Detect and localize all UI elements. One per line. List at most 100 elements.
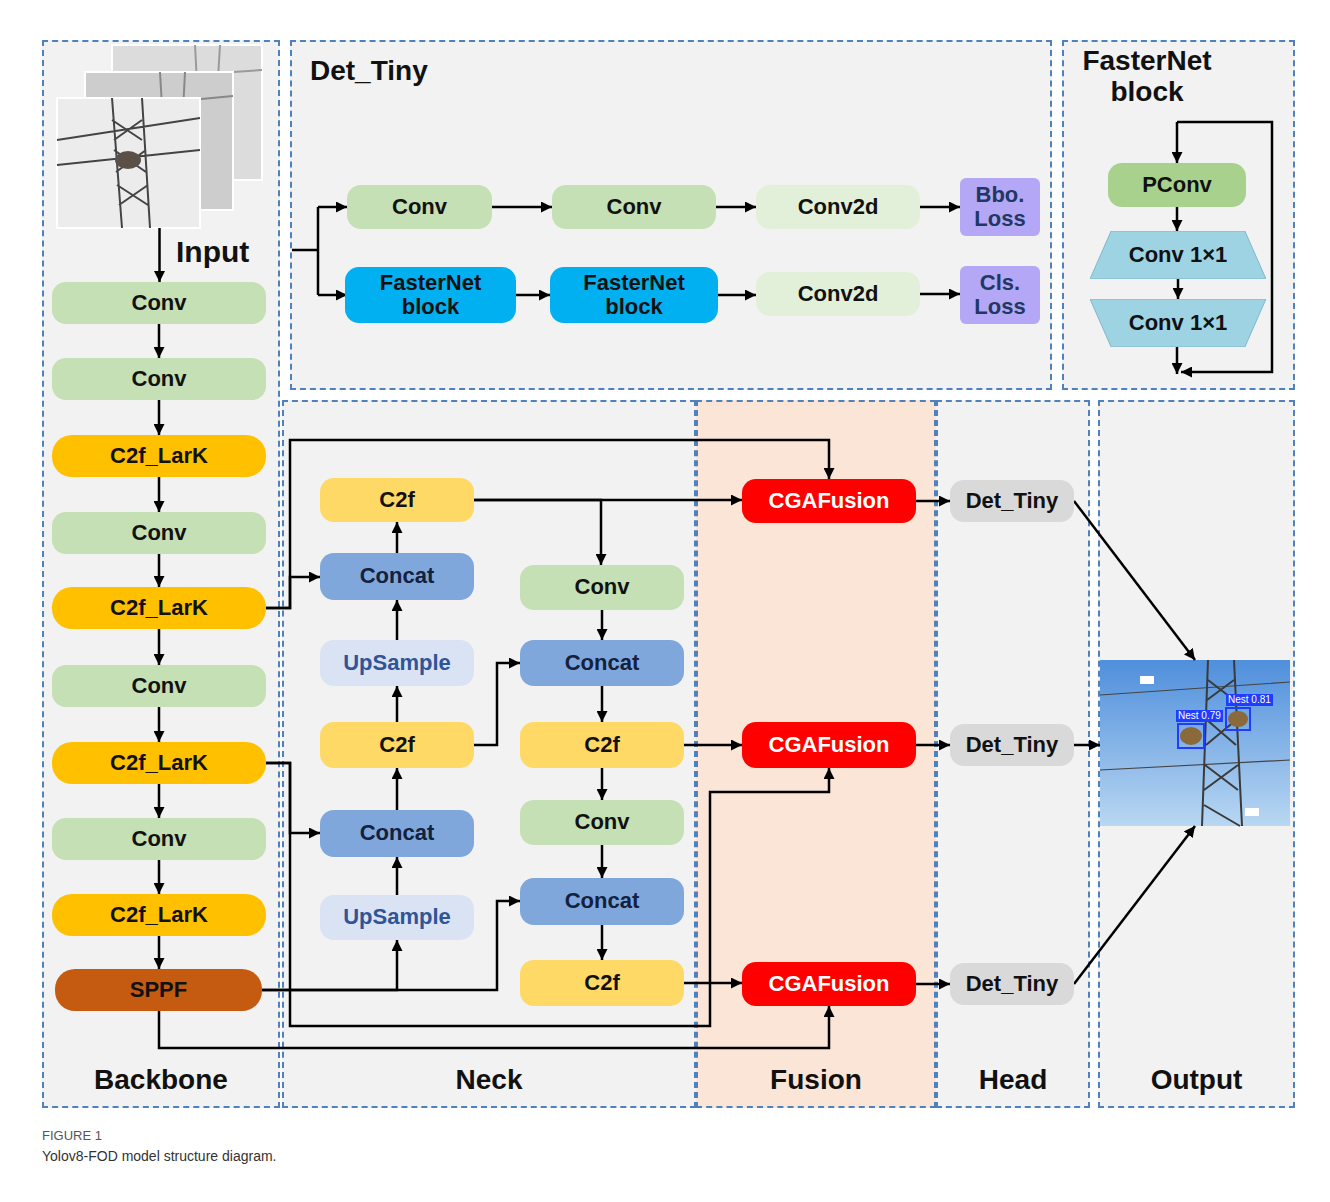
figure-caption-holder: Yolov8-FOD model structure diagram. (42, 1148, 276, 1164)
cgafusion-block: CGAFusion (742, 479, 916, 523)
block-label: Cls. Loss (966, 271, 1034, 319)
photo (57, 98, 200, 228)
connector-arrow (920, 206, 960, 209)
connector-arrow (158, 324, 161, 358)
figure-number: FIGURE 1 (42, 1128, 102, 1143)
panel-title: Head (979, 1065, 1047, 1096)
connector-arrow (716, 206, 756, 209)
input-images: Input (57, 45, 262, 228)
det-tiny-block: Det_Tiny (950, 724, 1074, 766)
figure-caption: Yolov8-FOD model structure diagram. (42, 1148, 276, 1164)
block-label: Concat (565, 651, 640, 675)
sppf-block: SPPF (55, 969, 262, 1011)
tower-sketch (57, 98, 200, 228)
block-label: Det_Tiny (966, 972, 1059, 996)
connector-arrow (684, 982, 742, 985)
block-label: Det_Tiny (966, 489, 1059, 513)
nest (1228, 711, 1248, 727)
split-arrow (318, 294, 347, 297)
block-label: Conv 1×1 (1129, 311, 1227, 335)
block-label: Bbo. Loss (966, 183, 1034, 231)
figure-number-holder: FIGURE 1 (42, 1128, 102, 1143)
block-label: Conv (132, 291, 187, 315)
c2f-lark-block: C2f_LarK (52, 435, 266, 477)
input-photo-stack (57, 45, 262, 228)
sign (1140, 676, 1154, 684)
concat-block: Concat (520, 640, 684, 686)
c2f-block: C2f (520, 960, 684, 1006)
sign (1245, 808, 1259, 816)
connector-arrow (158, 860, 161, 894)
upsample-block: UpSample (320, 895, 474, 940)
pconv-block: PConv (1108, 163, 1246, 207)
c2f-lark-block: C2f_LarK (52, 587, 266, 629)
block-label: Conv2d (798, 195, 879, 219)
detection-box (1226, 708, 1250, 730)
connector-arrow (396, 522, 399, 553)
concat-block: Concat (320, 810, 474, 857)
block-label: C2f (379, 488, 414, 512)
loss-box: Bbo. Loss (960, 178, 1040, 236)
conv2d-block: Conv2d (756, 272, 920, 316)
connector-arrow (158, 936, 161, 969)
c2f-block: C2f (320, 722, 474, 768)
input-arrow (1176, 122, 1179, 163)
block-label: Conv (132, 827, 187, 851)
connector-arrow (396, 857, 399, 895)
split-arrow (318, 206, 347, 209)
block-label: C2f_LarK (110, 903, 208, 927)
cgafusion-block: CGAFusion (742, 722, 916, 768)
c2f-lark-block: C2f_LarK (52, 742, 266, 784)
block-label: Conv (392, 195, 447, 219)
connector-arrow (684, 744, 742, 747)
connector-arrow (516, 294, 550, 297)
conv-block: Conv (347, 185, 492, 229)
connector-arrow (158, 629, 161, 665)
detection-label: Nest 0.81 (1226, 694, 1273, 706)
connector-arrow (158, 400, 161, 435)
block-label: CGAFusion (769, 972, 890, 996)
trapezoid-shape (1090, 299, 1266, 347)
loss-box: Cls. Loss (960, 266, 1040, 324)
block-label: C2f (584, 971, 619, 995)
connector-arrow (916, 744, 950, 747)
nest (115, 151, 141, 169)
block-label: Concat (360, 564, 435, 588)
panel-region: HeadDet_TinyDet_TinyDet_Tiny (936, 400, 1090, 1108)
panel-title: Backbone (94, 1065, 228, 1096)
block-label: Det_Tiny (966, 733, 1059, 757)
conv2d-block: Conv2d (756, 185, 920, 229)
connector-arrow (916, 500, 950, 503)
block-label: Concat (565, 889, 640, 913)
conv-block: Conv (552, 185, 716, 229)
concat-block: Concat (520, 878, 684, 925)
cgafusion-block: CGAFusion (742, 962, 916, 1006)
block-label: Conv (132, 674, 187, 698)
conv-block: Conv (52, 665, 266, 707)
conv-block: Conv (52, 358, 266, 400)
block-label: PConv (1142, 173, 1212, 197)
connector-arrow (601, 610, 604, 640)
panel-region: FusionCGAFusionCGAFusionCGAFusion (696, 400, 936, 1108)
det-tiny-block: Det_Tiny (950, 480, 1074, 522)
input-label: Input (176, 237, 249, 267)
block-label: UpSample (343, 651, 451, 675)
conv-block: Conv (520, 800, 684, 845)
connector-arrow (1177, 279, 1180, 299)
block-label: C2f_LarK (110, 596, 208, 620)
panel-region: OutputNest 0.81Nest 0.79 (1098, 400, 1295, 1108)
det-tiny-block: Det_Tiny (950, 963, 1074, 1005)
connector-arrow (158, 784, 161, 818)
block-label: Conv (607, 195, 662, 219)
block-label: C2f (379, 733, 414, 757)
block-label: SPPF (130, 978, 187, 1002)
connector-arrow (601, 768, 604, 800)
fasternet-block: FasterNet block (345, 267, 516, 323)
output-photo (1100, 660, 1290, 826)
nest (1180, 727, 1202, 745)
sky (1100, 660, 1290, 826)
block-label: C2f_LarK (110, 751, 208, 775)
c2f-lark-block: C2f_LarK (52, 894, 266, 936)
panel-region: Det_TinyConvConvConv2dBbo. LossFasterNet… (290, 40, 1052, 390)
panel-title: Neck (456, 1065, 523, 1096)
